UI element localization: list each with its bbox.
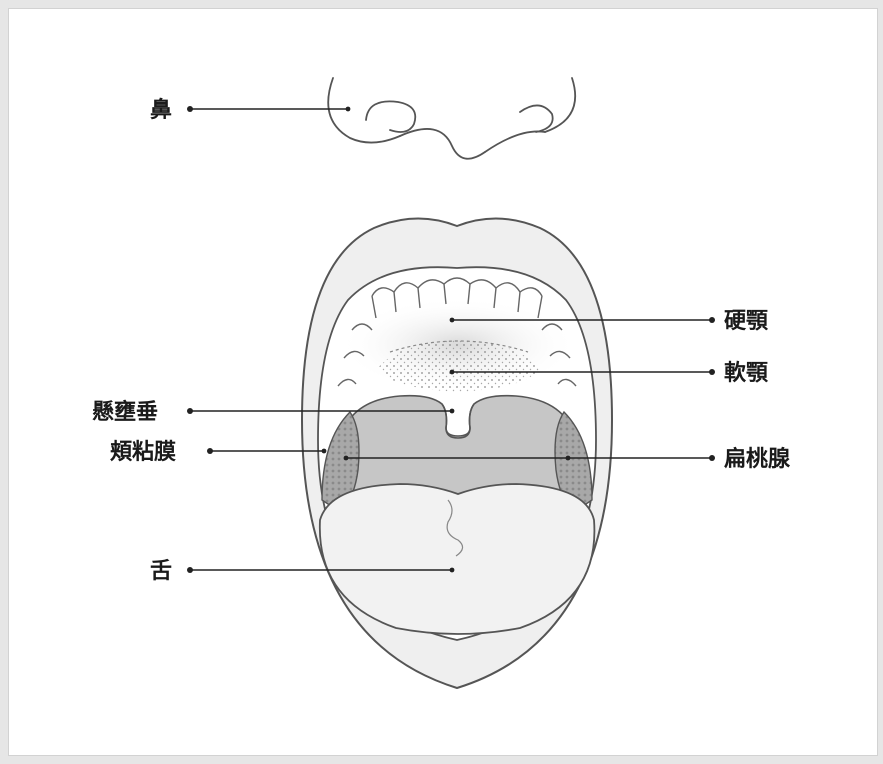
label-tonsil: 扁桃腺: [724, 447, 791, 472]
label-tongue: 舌: [150, 559, 172, 584]
label-uvula: 懸壅垂: [92, 399, 158, 425]
label-nose: 鼻: [150, 97, 172, 123]
nose-drawing: [328, 78, 575, 159]
tongue-shape: [320, 484, 595, 634]
label-buccal-mucosa: 頬粘膜: [110, 440, 176, 465]
label-hard-palate: 硬顎: [724, 309, 769, 334]
leader-nose: [187, 106, 350, 112]
label-soft-palate: 軟顎: [724, 360, 769, 386]
